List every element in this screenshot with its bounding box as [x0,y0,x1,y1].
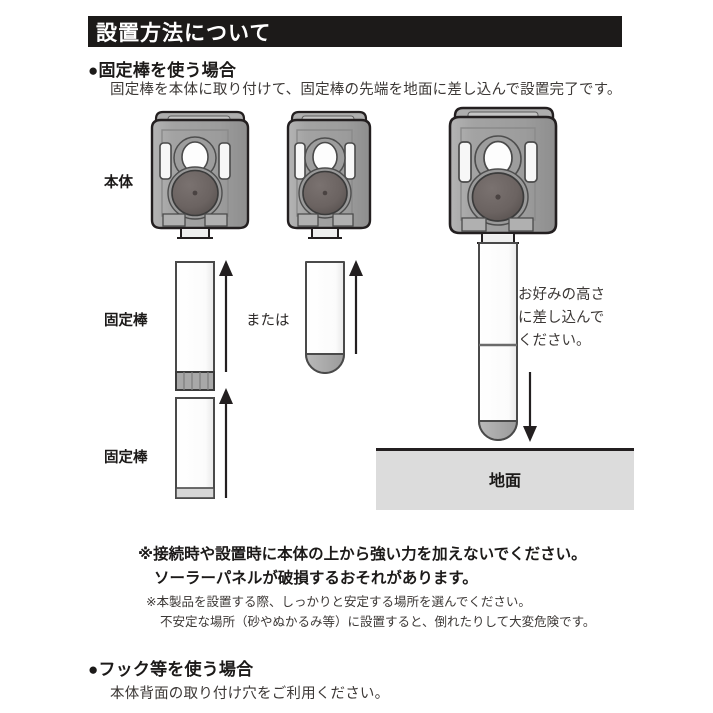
fixing-rod-thread-band [175,371,215,391]
page-title: 設置方法について [96,21,272,45]
note-insert-height-line1: お好みの高さ [518,287,605,303]
arrow-up-icon-1 [219,260,233,372]
label-ground: 地面 [488,473,521,490]
device-3-lens [483,140,513,176]
warning-secondary: ※本製品を設置する際、しっかりと安定する場所を選んでください。 不安定な場所（砂… [146,592,595,632]
device-3-vent-left [458,141,472,183]
fixing-rod-long-tip [477,420,519,441]
device-3-sensor [471,172,525,222]
label-fixing-rod-lower: 固定棒 [104,450,148,466]
ground-area: 地面 [376,448,634,510]
label-or: または [246,313,290,329]
device-1-vent-left [159,142,172,180]
fixing-rod-tip [304,353,346,374]
device-unit-1 [150,110,250,239]
section-banner: 設置方法について [88,16,622,47]
label-main-body: 本体 [104,175,133,191]
label-fixing-rod-upper: 固定棒 [104,313,148,329]
device-1-vent-right [218,142,231,180]
description-hook-method: 本体背面の取り付け穴をご利用ください。 [110,686,390,702]
fixing-rod-rounded [304,261,346,374]
device-1-sensor [171,169,219,217]
arrow-up-icon-2 [219,388,233,498]
description-rod-method: 固定棒を本体に取り付けて、固定棒の先端を地面に差し込んで設置完了です。 [110,82,622,98]
device-3-vent-right [524,141,538,183]
device-2-vent-left [294,142,306,180]
fixing-rod-long [477,242,519,441]
warning-primary: ※接続時や設置時に本体の上から強い力を加えないでください。 ソーラーパネルが破損… [138,543,587,591]
device-2-vent-right [344,142,356,180]
device-unit-3 [448,106,558,244]
device-2-lens [312,141,338,173]
note-insert-height-line2: に差し込んで [518,310,605,326]
warning-primary-line2: ソーラーパネルが破損するおそれがあります。 [154,570,478,587]
note-insert-height: お好みの高さ に差し込んで ください。 [518,284,605,353]
fixing-rod-plain [175,397,215,499]
device-1-lens [181,141,209,173]
fixing-rod-threaded [175,261,215,391]
note-insert-height-line3: ください。 [518,333,591,349]
warning-secondary-line2: 不安定な場所（砂やぬかるみ等）に設置すると、倒れたりして大変危険です。 [160,615,596,629]
device-unit-2 [286,110,372,239]
warning-primary-line1: ※接続時や設置時に本体の上から強い力を加えないでください。 [138,546,587,563]
arrow-up-icon-3 [349,260,363,354]
warning-secondary-line1: ※本製品を設置する際、しっかりと安定する場所を選んでください。 [146,595,531,609]
heading-hook-method: ●フック等を使う場合 [88,660,254,679]
arrow-down-icon [523,372,537,442]
device-2-sensor [302,170,348,216]
heading-rod-method: ●固定棒を使う場合 [88,61,237,80]
